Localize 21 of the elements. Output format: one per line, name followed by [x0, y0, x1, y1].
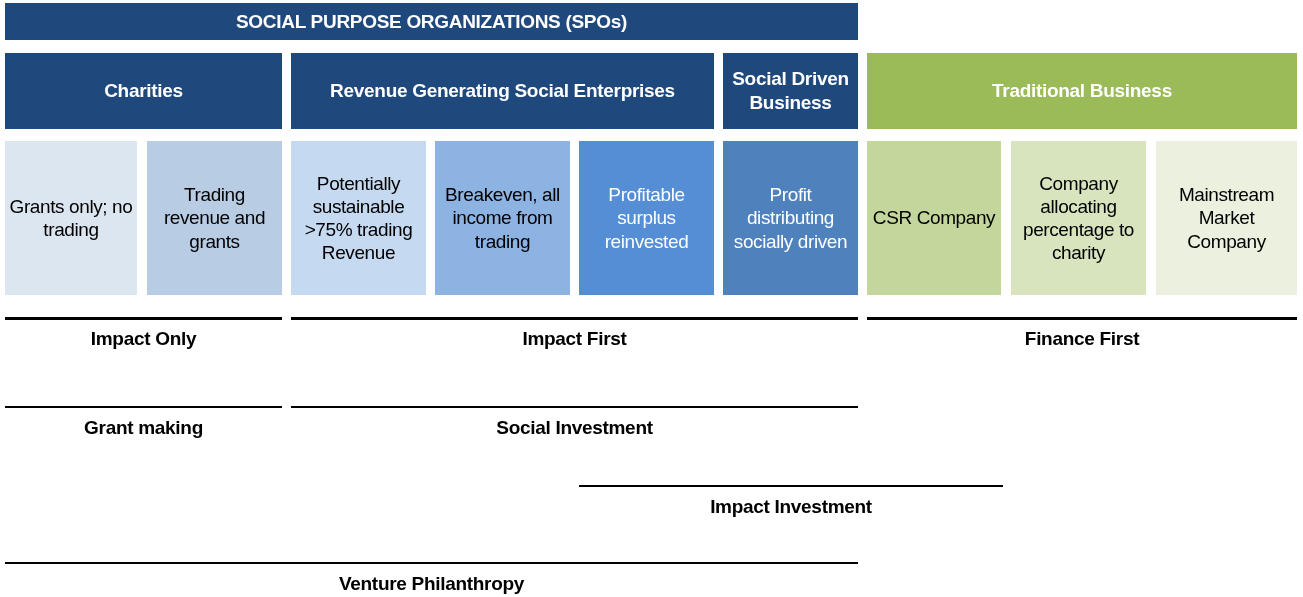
span-label: Impact Only [90, 328, 197, 350]
span-label: Impact Investment [710, 496, 872, 518]
type-box: Trading revenue and grants [147, 141, 282, 295]
span-label: Venture Philanthropy [338, 573, 525, 595]
span-label: Social Investment [496, 417, 653, 439]
category-header: Social Driven Business [723, 53, 858, 129]
heading-banner: SOCIAL PURPOSE ORGANIZATIONS (SPOs) [5, 3, 858, 40]
type-box: CSR Company [867, 141, 1001, 295]
span-label: Impact First [522, 328, 627, 350]
type-box: Breakeven, all income from trading [435, 141, 570, 295]
type-box: Grants only; no trading [5, 141, 137, 295]
type-box: Profit distributing socially driven [723, 141, 858, 295]
span-label: Finance First [1024, 328, 1140, 350]
category-header: Traditional Business [867, 53, 1297, 129]
type-box: Company allocating percentage to charity [1011, 141, 1146, 295]
type-box: Potentially sustainable >75% trading Revenue [291, 141, 426, 295]
type-box: Profitable surplus reinvested [579, 141, 714, 295]
category-header: Charities [5, 53, 282, 129]
type-box: Mainstream Market Company [1156, 141, 1297, 295]
span-label: Grant making [84, 417, 203, 439]
category-header: Revenue Generating Social Enterprises [291, 53, 714, 129]
